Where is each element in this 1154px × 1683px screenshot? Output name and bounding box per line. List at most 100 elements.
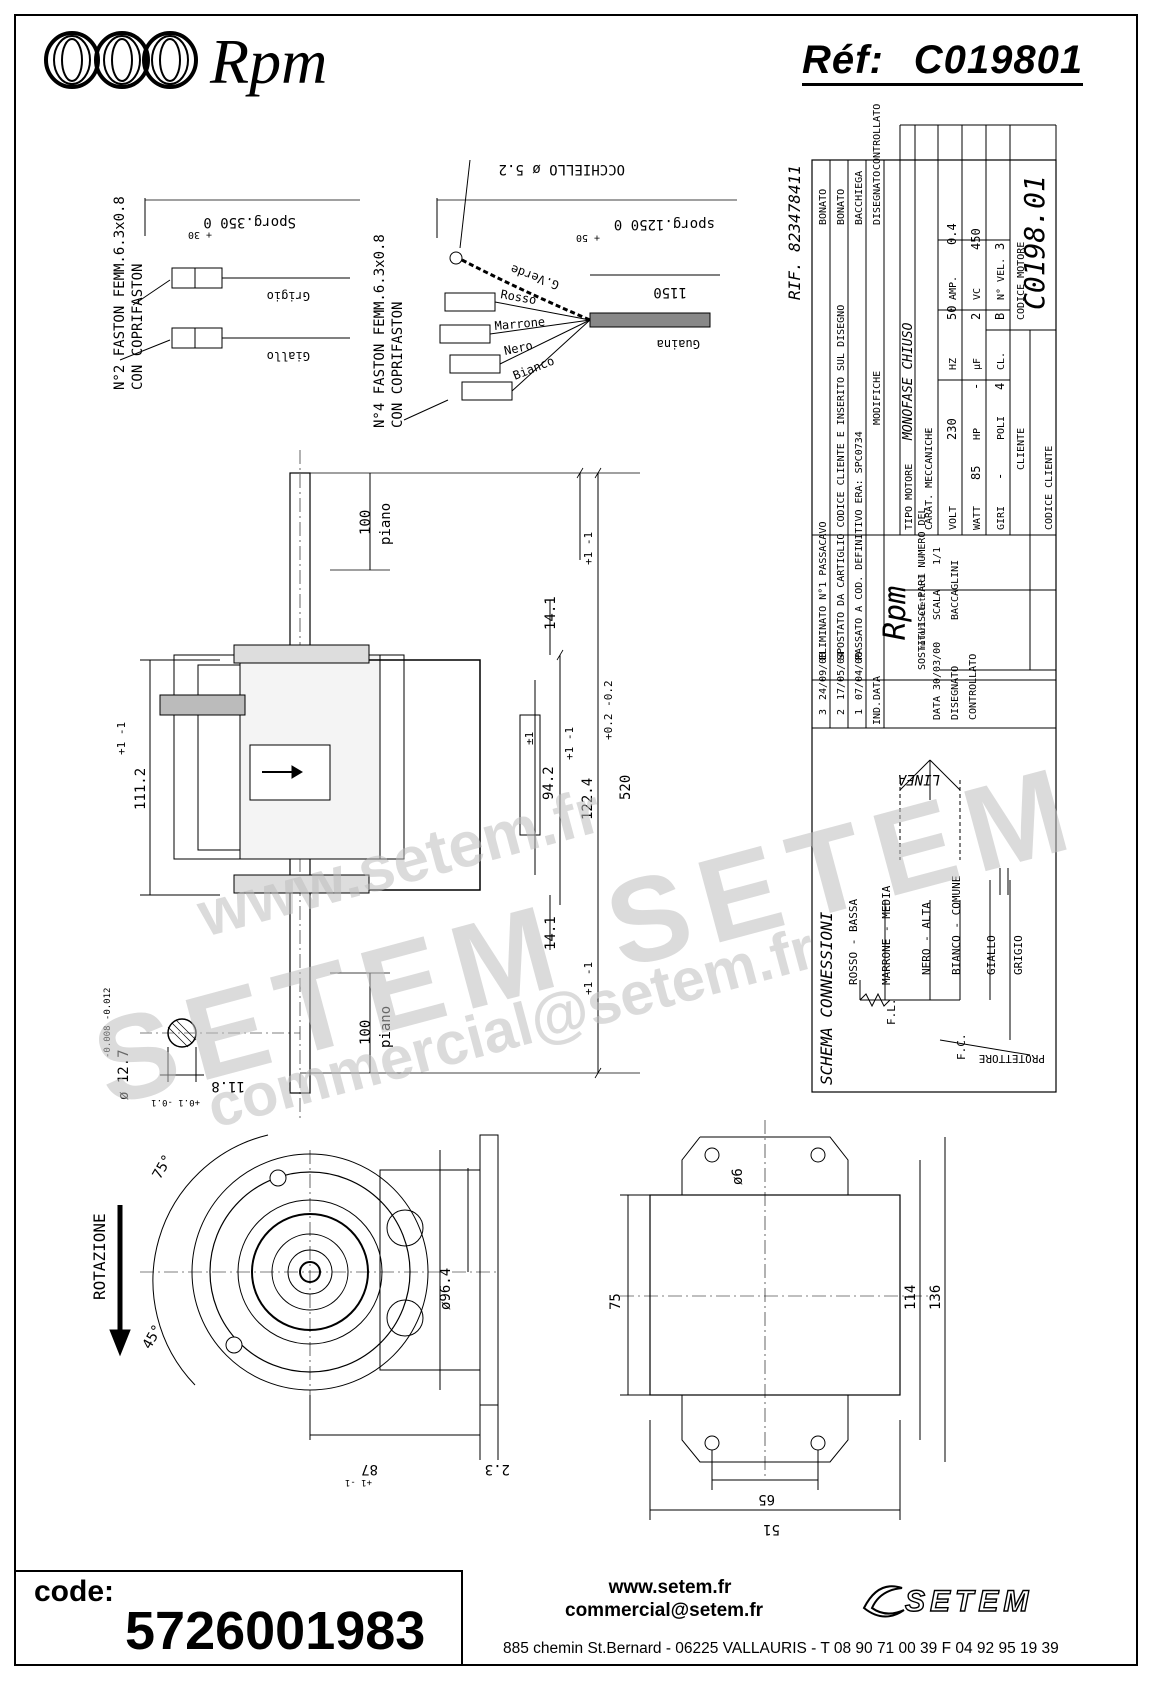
brand-name: Rpm [210,26,328,97]
scala-label: SCALA [932,590,943,620]
schema-rosso: ROSSO - BASSA [847,899,860,985]
disegnato-col: DISEGNATO [872,171,883,225]
controllato-label: CONTROLLATO [968,654,979,720]
dim-122: 122.4 [580,778,596,820]
dim-100-top: 100 [358,510,374,535]
code-box [14,1570,463,1666]
cl-label: CL. [996,352,1007,370]
carat-label: CARAT. MECCANICHE [924,428,935,530]
data-value: 30/03/00 [932,642,943,690]
dim-94: 94.2 [541,766,557,800]
codice-motore-value: C0198.01 [1018,175,1051,310]
front-view [109,1134,500,1460]
faston4-label: N°4 FASTON FEMM.6.3x0.8 [372,234,388,428]
poli-value: 4 [993,383,1007,390]
modifiche-label: MODIFICHE [872,371,883,425]
sporg1250-label: sporg.1250 0 [614,216,715,232]
mod-2-n: 2 [836,709,847,715]
dim-520: 520 [618,775,634,800]
email-link[interactable]: commercial@setem.fr [565,1600,764,1621]
shaft-diameter: ø 12.7 [116,1049,132,1100]
faston2-sub: CON COPRIFASTON [130,264,146,390]
company-address: 885 chemin St.Bernard - 06225 VALLAURIS … [503,1640,1059,1657]
codice-cliente-label: CODICE CLIENTE [1044,446,1055,530]
side-view [140,450,640,1120]
shaft-tol: -0.008 -0.012 [103,988,113,1058]
nvel-label: N° VEL. [996,258,1007,300]
dim-87-tol: +1 -1 [345,1477,372,1487]
len1150-label: 1150 [653,284,687,300]
dim-114: 114 [903,1285,919,1310]
schema-marrone: MARRONE - MEDIA [880,885,893,985]
dim-11: 11.8 [211,1078,245,1094]
uf-value: 2 [969,313,983,320]
dim-96: ø96.4 [438,1268,454,1310]
controllato-col: CONTROLLATO [872,104,883,170]
dim-14-top: 14.1 [543,596,559,630]
piano-bottom: piano [378,1006,394,1048]
piano-top: piano [378,503,394,545]
mod-3-text: ELIMINATO N°1 PASSACAVO [818,522,829,660]
cliente-label: CLIENTE [1016,428,1027,470]
sostituisce-value: - [917,554,928,560]
rif-label: RIF. 823478411 [785,165,804,300]
website-link[interactable]: www.setem.fr [608,1577,732,1598]
verde-label: G.Verde [509,262,561,292]
data-bottom-label: DATA [932,696,943,720]
tipo-motore-value: MONOFASE CHIUSO [901,322,916,441]
uf-label: µF [972,358,983,370]
codice-motore-label: CODICE MOTORE [1016,242,1027,320]
data-label: DATA [872,676,883,700]
hp-label: HP [972,428,983,440]
sporg350-label: Sporg.350 0 [203,214,296,230]
mod-1-des: BACCHIEGA [854,171,865,225]
angle-45: 45° [140,1322,167,1352]
dim-14-top-tol: +1 -1 [582,532,595,565]
amp-value: 0.4 [945,223,959,245]
vc-label: VC [972,288,983,300]
dim-111-tol: +1 -1 [115,722,128,755]
mod-1-n: 1 [854,709,865,715]
faston2-label: N°2 FASTON FEMM.6.3x0.8 [112,196,128,390]
title-block-rpm: Rpm [878,586,913,640]
hz-label: HZ [948,358,959,370]
giri-label: GIRI [996,506,1007,530]
linea-label: LINEA [898,771,940,787]
dim-94-tol: ±1 [523,732,536,745]
sporg350-tol: + 30 [188,229,212,240]
sostituisce-label: SOSTITUISCE PARI NUMERO DEL [917,507,928,670]
dim-520-tol: +0.2 -0.2 [602,680,615,740]
volt-label: VOLT [948,506,959,530]
dim-23: 2.3 [485,1461,510,1477]
mod-3-n: 3 [818,709,829,715]
schema-fl: F.L. [885,999,898,1026]
watt-label: WATT [972,506,983,530]
ref-label: Réf: [802,38,884,82]
nvel-value: 3 [993,243,1007,250]
nero-wire-label: Nero [503,338,534,358]
ref-value: C019801 [913,38,1084,82]
hz-value: 50 [945,306,959,320]
bracket-view [620,1120,946,1520]
carat-value: - [924,429,935,435]
dim-14-bottom-tol: +1 -1 [582,962,595,995]
motori-label: motori elettrici [918,573,927,650]
mod-2-des: BONATO [836,189,847,225]
dim-14-bottom: 14.1 [543,916,559,950]
occhiello-label: OCCHIELLO ø 5.2 [499,161,625,177]
schema-grigio: GRIGIO [1012,935,1025,975]
schema-title: SCHEMA CONNESSIONI [817,911,836,1085]
amp-label: AMP. [948,276,959,300]
mod-3-date: 24/09/08 [818,652,829,700]
schema-bianco: BIANCO - COMUNE [950,876,963,975]
motor-leads [403,159,737,421]
mod-2-text: SPOSTATO DA CARTIGLIO CODICE CLIENTE E I… [836,305,847,660]
dim-111: 111.2 [133,768,149,810]
schema-giallo: GIALLO [985,935,998,975]
connection-schema [859,759,1031,1056]
mod-1-date: 07/04/00 [854,652,865,700]
guaina-label: Guaina [657,337,700,351]
marrone-wire-label: Marrone [494,315,546,333]
disegnato-value: BACCAGLINI [950,560,961,620]
